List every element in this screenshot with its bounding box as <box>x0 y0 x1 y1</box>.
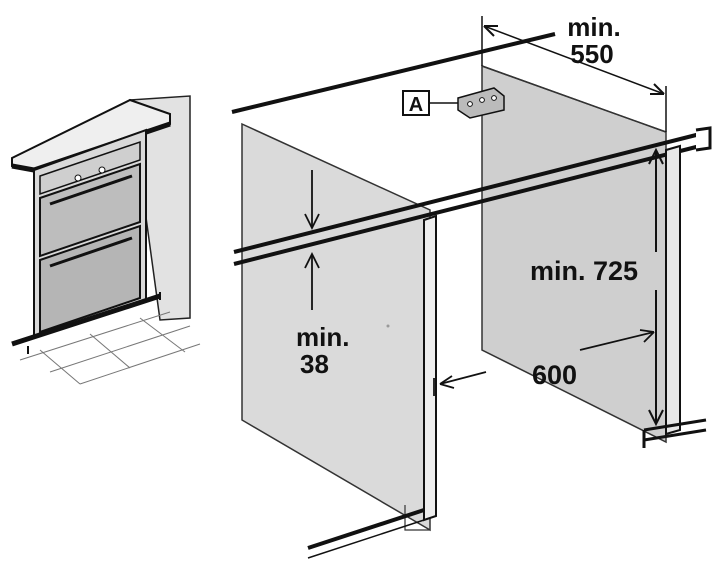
depth-value-label: 550 <box>570 39 613 69</box>
depth-dimension <box>481 16 667 132</box>
cavity-diagram: A min. 550 min. 38 min. 725 <box>231 12 712 559</box>
height-dimension <box>648 147 664 427</box>
worktop-min-label: min. <box>296 322 349 352</box>
depth-min-label: min. <box>567 12 620 42</box>
built-in-oven-illustration <box>11 95 201 385</box>
bracket-a: A <box>402 87 505 119</box>
height-label: min. 725 <box>530 256 638 286</box>
front-worktop-edge <box>233 130 709 254</box>
worktop-value-label: 38 <box>300 349 329 379</box>
width-label: 600 <box>532 360 577 390</box>
back-worktop-edge <box>231 32 556 114</box>
bracket-label: A <box>409 94 423 116</box>
width-dimension <box>433 329 655 396</box>
worktop-thickness-dimension <box>304 170 320 310</box>
